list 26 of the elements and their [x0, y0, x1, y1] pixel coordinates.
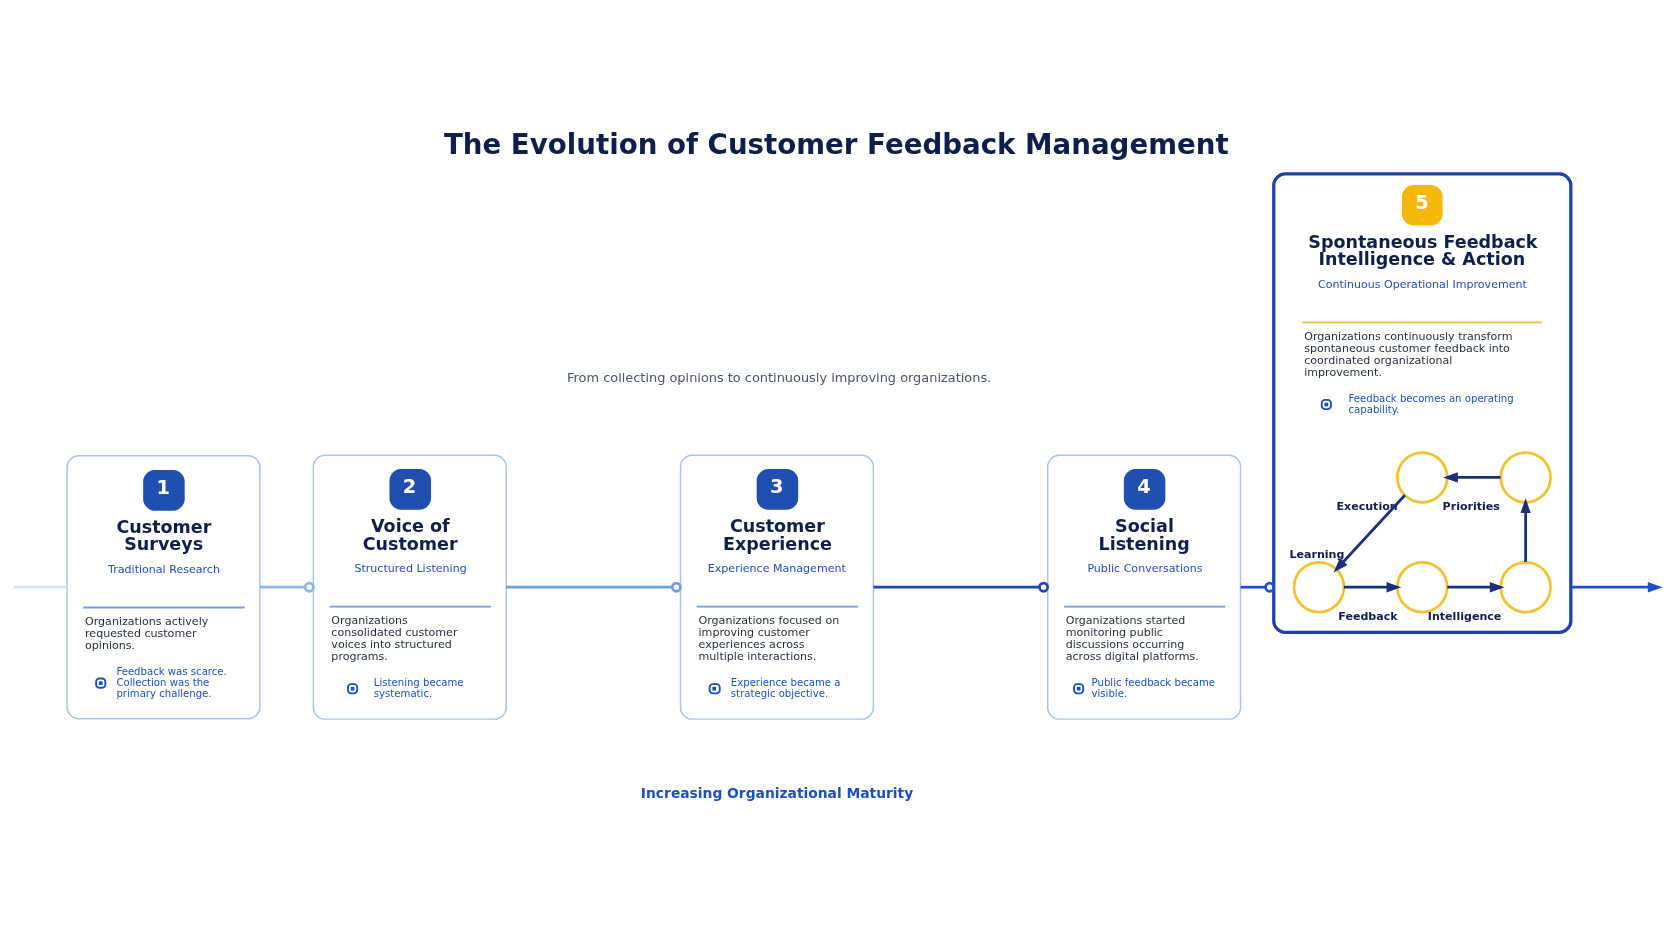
arrow — [1570, 582, 1663, 593]
node-box: 1 Customer Surveys Traditional Research Organizations actively requested customer opinions. Feedback was scarce. Collection was the primary challenge. — [66, 455, 261, 720]
connector — [13, 585, 67, 589]
node-label: Feedback — [1338, 610, 1398, 624]
connector — [873, 581, 1049, 593]
arrow — [1333, 494, 1406, 573]
connector — [506, 581, 682, 593]
label: Increasing Organizational Maturity — [640, 785, 914, 802]
node-circle — [1499, 560, 1552, 614]
node-label: Learning — [1289, 548, 1345, 562]
node-label: Intelligence — [1427, 610, 1502, 624]
connector — [259, 581, 315, 593]
node-label: Priorities — [1442, 500, 1500, 514]
arrow — [1343, 582, 1402, 593]
arrow — [1520, 498, 1531, 562]
node-box: 3 Customer Experience Experience Management Organizations focused on improving customer experiences across multiple interactions. Experience became a strategic objective. — [679, 454, 875, 720]
arrow — [1443, 472, 1501, 483]
label: From collecting opinions to continuously improving organizations. — [567, 370, 992, 386]
diagram-title: The Evolution of Customer Feedback Management — [443, 127, 1229, 161]
node-circle — [1396, 560, 1449, 614]
connector — [1240, 581, 1276, 593]
node-circle — [1396, 451, 1449, 504]
node-box: 4 Social Listening Public Conversations Organizations started monitoring public discussions occurring across digital platforms. Public feedback became visible. — [1047, 454, 1242, 720]
arrow — [1447, 582, 1505, 593]
node-circle — [1499, 451, 1552, 504]
node-box: 2 Voice of Customer Structured Listening Organizations consolidated customer voices into structured programs. Listening became systematic. — [312, 454, 507, 720]
